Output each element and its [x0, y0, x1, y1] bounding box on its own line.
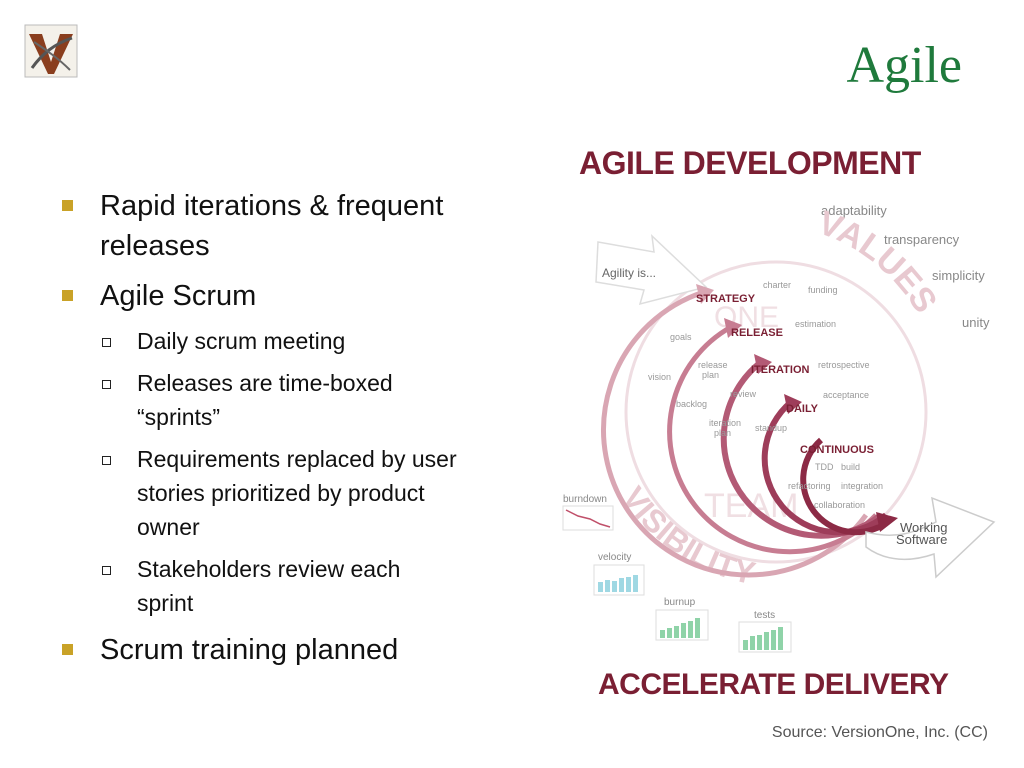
iteration-arrowhead-icon — [754, 354, 772, 374]
practice-iteration-plan: iteration — [709, 418, 741, 428]
diagram-title: AGILE DEVELOPMENT — [579, 145, 922, 181]
sub-bullet-item: Requirements replaced by user stories pr… — [62, 442, 462, 544]
level-strategy: STRATEGY — [696, 293, 756, 305]
checkbox-bullet-icon — [102, 338, 111, 347]
value-unity: unity — [962, 315, 990, 330]
practice-standup: standup — [755, 423, 787, 433]
outer-ring — [624, 260, 928, 564]
release-arc — [667, 324, 878, 555]
practice-charter: charter — [763, 280, 791, 290]
release-arrowhead-icon — [724, 318, 742, 338]
burndown-widget: burndown — [562, 494, 614, 531]
value-adaptability: adaptability — [821, 203, 887, 218]
source-credit: Source: VersionOne, Inc. (CC) — [771, 724, 988, 741]
sub-bullet-item: Daily scrum meeting — [62, 324, 462, 358]
practice-iteration-plan: plan — [714, 428, 731, 438]
sub-bullet-text: Stakeholders review each sprint — [137, 556, 401, 616]
agility-label: Agility is... — [602, 266, 656, 280]
burnup-bars-icon — [660, 618, 700, 638]
sub-bullet-item: Releases are time-boxed “sprints” — [62, 366, 462, 434]
logo — [24, 24, 78, 78]
continuous-arc — [800, 437, 893, 536]
strategy-arrowhead-icon — [696, 284, 714, 304]
velocity-widget: velocity — [593, 552, 645, 596]
sub-bullet-text: Releases are time-boxed “sprints” — [137, 370, 393, 430]
practice-tdd: TDD — [815, 462, 834, 472]
value-transparency: transparency — [884, 232, 960, 247]
daily-arrowhead-icon — [784, 394, 802, 414]
burndown-line-icon — [565, 509, 611, 528]
practice-retrospective: retrospective — [818, 360, 870, 370]
practice-release-plan: plan — [702, 370, 719, 380]
strategy-arc — [601, 289, 869, 578]
value-simplicity: simplicity — [932, 268, 985, 283]
bullet-text: Agile Scrum — [100, 280, 257, 312]
metric-tests-label: tests — [754, 610, 775, 621]
level-continuous: CONTINUOUS — [800, 444, 874, 456]
tests-widget: tests — [738, 610, 792, 653]
bullet-marker-icon — [62, 644, 73, 655]
checkbox-bullet-icon — [102, 456, 111, 465]
agility-arrow: Agility is... — [595, 234, 708, 306]
practice-release-plan: release — [698, 360, 728, 370]
bullet-item: Rapid iterations & frequent releases — [62, 186, 462, 266]
bullet-list: Rapid iterations & frequent releases Agi… — [62, 186, 462, 680]
continuous-arrowhead-icon — [876, 512, 898, 532]
practice-vision: vision — [648, 372, 671, 382]
agile-development-diagram: AGILE DEVELOPMENT adaptability transpare… — [536, 122, 1006, 712]
practice-review: review — [730, 389, 757, 399]
working-software-arrow: Working Software — [865, 496, 996, 579]
practice-build: build — [841, 462, 860, 472]
tests-bars-icon — [743, 627, 783, 650]
metric-velocity-label: velocity — [598, 552, 631, 563]
metric-burndown-label: burndown — [563, 494, 607, 505]
working-software-label: Software — [896, 532, 947, 547]
burnup-widget: burnup — [655, 597, 709, 641]
bullet-text: Scrum training planned — [100, 634, 399, 666]
sub-bullet-list: Daily scrum meeting Releases are time-bo… — [62, 324, 462, 620]
practice-refactoring: refactoring — [788, 481, 831, 491]
sub-bullet-text: Requirements replaced by user stories pr… — [137, 446, 457, 540]
checkbox-bullet-icon — [102, 566, 111, 575]
practice-goals: goals — [670, 332, 692, 342]
level-iteration: ITERATION — [751, 364, 810, 376]
bullet-text: Rapid iterations & frequent releases — [100, 190, 444, 262]
sub-bullet-text: Daily scrum meeting — [137, 328, 346, 354]
metric-burnup-label: burnup — [664, 597, 696, 608]
diagram-footer: ACCELERATE DELIVERY — [598, 668, 949, 701]
slide-title: Agile — [846, 37, 962, 94]
level-release: RELEASE — [731, 327, 783, 339]
bullet-item: Scrum training planned — [62, 630, 462, 670]
sub-bullet-item: Stakeholders review each sprint — [62, 552, 462, 620]
practice-funding: funding — [808, 285, 838, 295]
bullet-marker-icon — [62, 290, 73, 301]
practice-collaboration: collaboration — [814, 500, 865, 510]
practice-integration: integration — [841, 481, 883, 491]
bullet-item: Agile Scrum — [62, 276, 462, 316]
checkbox-bullet-icon — [102, 380, 111, 389]
practice-acceptance: acceptance — [823, 390, 869, 400]
velocity-bars-icon — [598, 575, 638, 592]
level-daily: DAILY — [786, 403, 819, 415]
practice-backlog: backlog — [676, 399, 707, 409]
practice-estimation: estimation — [795, 319, 836, 329]
working-software-label: Working — [900, 520, 947, 535]
bullet-marker-icon — [62, 200, 73, 211]
